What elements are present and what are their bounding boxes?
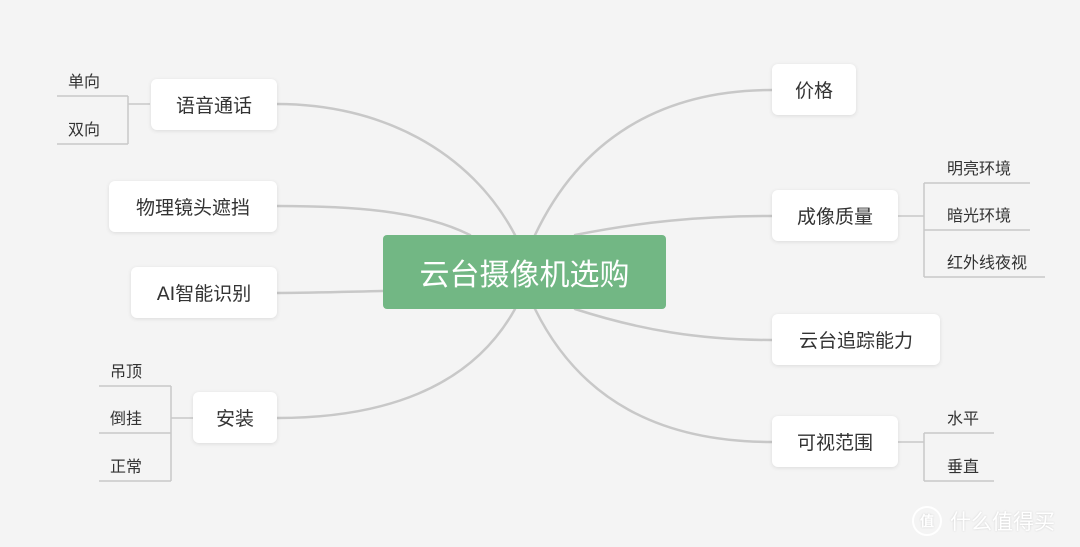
leaf-dark-env[interactable]: 暗光环境 xyxy=(947,206,1012,225)
branch-label: 成像质量 xyxy=(796,206,873,228)
branch-label: 价格 xyxy=(794,80,833,102)
leaf-normal[interactable]: 正常 xyxy=(110,457,143,476)
leaf-infrared-night[interactable]: 红外线夜视 xyxy=(947,253,1028,272)
branch-label: 物理镜头遮挡 xyxy=(135,197,250,219)
root-node[interactable]: 云台摄像机选购 xyxy=(383,235,666,309)
branch-price[interactable]: 价格 xyxy=(772,64,856,115)
connector-lens xyxy=(275,204,472,237)
branch-label: 可视范围 xyxy=(796,432,873,454)
connector-tracking xyxy=(573,307,774,342)
leaf-upside-down[interactable]: 倒挂 xyxy=(110,409,143,428)
leaf-bright-env[interactable]: 明亮环境 xyxy=(947,159,1012,178)
branch-install[interactable]: 安装 xyxy=(193,392,277,443)
branch-ai-recognition[interactable]: AI智能识别 xyxy=(131,267,277,318)
branch-label: 语音通话 xyxy=(175,95,252,117)
watermark-logo-icon: 值 xyxy=(912,506,942,536)
branch-voice-call[interactable]: 语音通话 xyxy=(151,79,277,130)
branch-ptz-tracking[interactable]: 云台追踪能力 xyxy=(772,314,940,365)
watermark-text: 什么值得买 xyxy=(950,510,1055,534)
connector-view xyxy=(533,307,774,444)
branch-label: 安装 xyxy=(215,408,254,430)
connector-imaging xyxy=(573,214,774,237)
branch-lens-cover[interactable]: 物理镜头遮挡 xyxy=(109,181,277,232)
branch-image-quality[interactable]: 成像质量 xyxy=(772,190,898,241)
bracket-imaging xyxy=(898,182,1045,278)
bracket-install xyxy=(99,385,193,482)
bracket-view xyxy=(898,432,994,482)
bracket-voice xyxy=(57,95,150,145)
connector-voice xyxy=(275,102,517,237)
leaf-one-way[interactable]: 单向 xyxy=(68,72,101,91)
branch-label: AI智能识别 xyxy=(156,283,252,305)
branch-label: 云台追踪能力 xyxy=(798,330,913,352)
branch-view-range[interactable]: 可视范围 xyxy=(772,416,898,467)
watermark: 值 什么值得买 xyxy=(912,506,1055,536)
leaf-ceiling[interactable]: 吊顶 xyxy=(110,362,143,381)
leaf-two-way[interactable]: 双向 xyxy=(68,120,101,139)
connector-price xyxy=(533,88,774,237)
leaf-vertical[interactable]: 垂直 xyxy=(947,457,980,476)
root-node-label: 云台摄像机选购 xyxy=(419,258,630,293)
leaf-horizontal[interactable]: 水平 xyxy=(947,409,980,428)
connector-install xyxy=(275,307,517,420)
connector-ai xyxy=(275,289,385,295)
